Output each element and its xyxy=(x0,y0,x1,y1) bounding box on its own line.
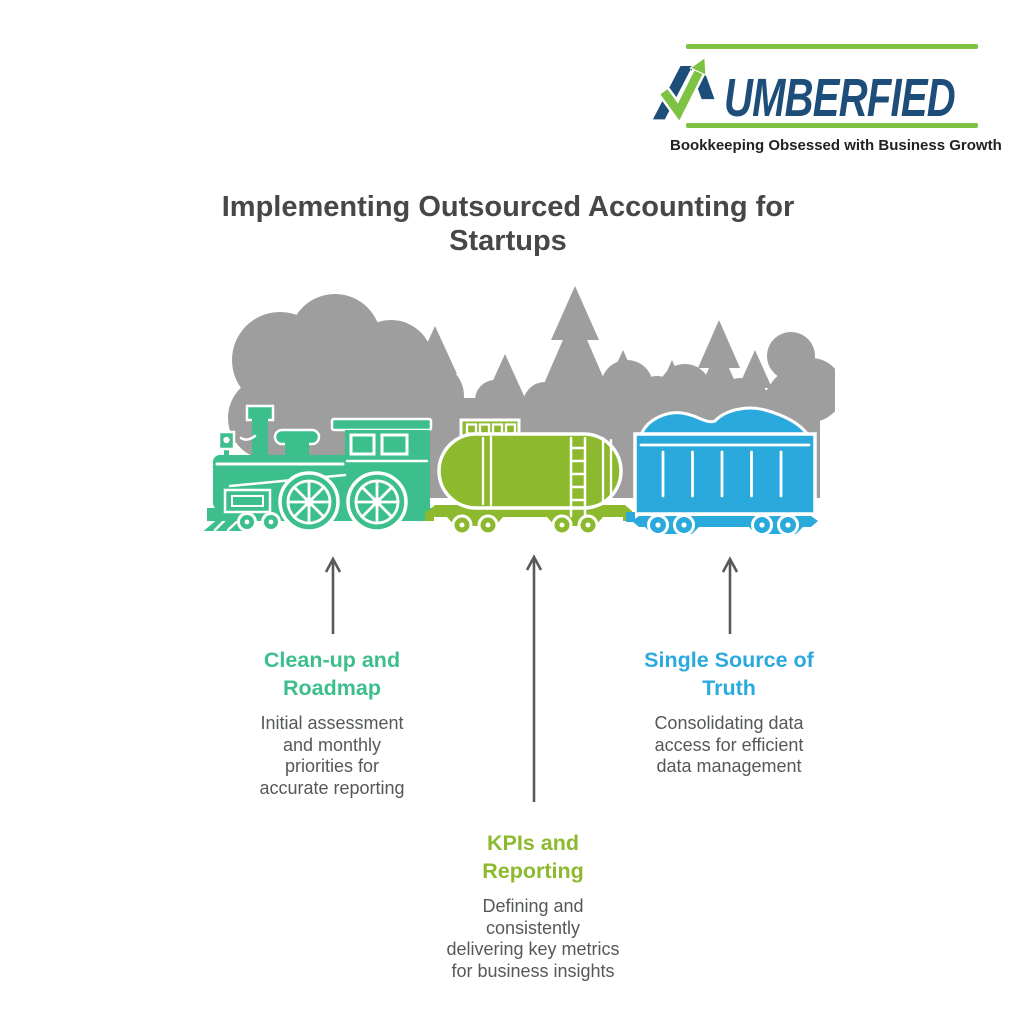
up-arrow xyxy=(324,556,342,634)
step-description: Consolidating data access for efficient … xyxy=(654,713,804,776)
step-heading: Single Source of Truth xyxy=(644,648,814,700)
logo-top-rule xyxy=(686,44,978,49)
step-heading: KPIs and Reporting xyxy=(482,831,584,883)
step-clean-up-and-roadmap: Clean-up and Roadmap Initial assessment … xyxy=(243,646,421,799)
driver-wheel-graphic xyxy=(346,471,408,533)
step-kpis-and-reporting: KPIs and Reporting Defining and consiste… xyxy=(435,829,631,982)
step-heading: Clean-up and Roadmap xyxy=(263,648,401,700)
page-title: Implementing Outsourced Accounting for S… xyxy=(221,191,795,257)
logo-bottom-rule xyxy=(686,123,978,128)
logo-n-growth-arrow-icon xyxy=(652,56,715,123)
freight-wagon-graphic xyxy=(626,406,818,536)
brand-text: UMBERFIED xyxy=(724,68,956,128)
numberfied-logo: UMBERFIED Bookkeeping Obsessed with Busi… xyxy=(648,44,1002,154)
locomotive-graphic xyxy=(198,404,433,533)
ladder-graphic xyxy=(569,436,587,518)
tank-car-graphic xyxy=(425,418,632,536)
step-single-source-of-truth: Single Source of Truth Consolidating dat… xyxy=(630,646,828,778)
train-illustration xyxy=(198,286,835,536)
step-description: Defining and consistently delivering key… xyxy=(446,896,620,981)
step-description: Initial assessment and monthly prioritie… xyxy=(259,713,405,798)
driver-wheel-graphic xyxy=(278,471,340,533)
logo-tagline: Bookkeeping Obsessed with Business Growt… xyxy=(670,137,1002,154)
logo-wordmark: UMBERFIED xyxy=(648,51,984,128)
up-arrow xyxy=(525,554,543,802)
up-arrow xyxy=(721,556,739,634)
